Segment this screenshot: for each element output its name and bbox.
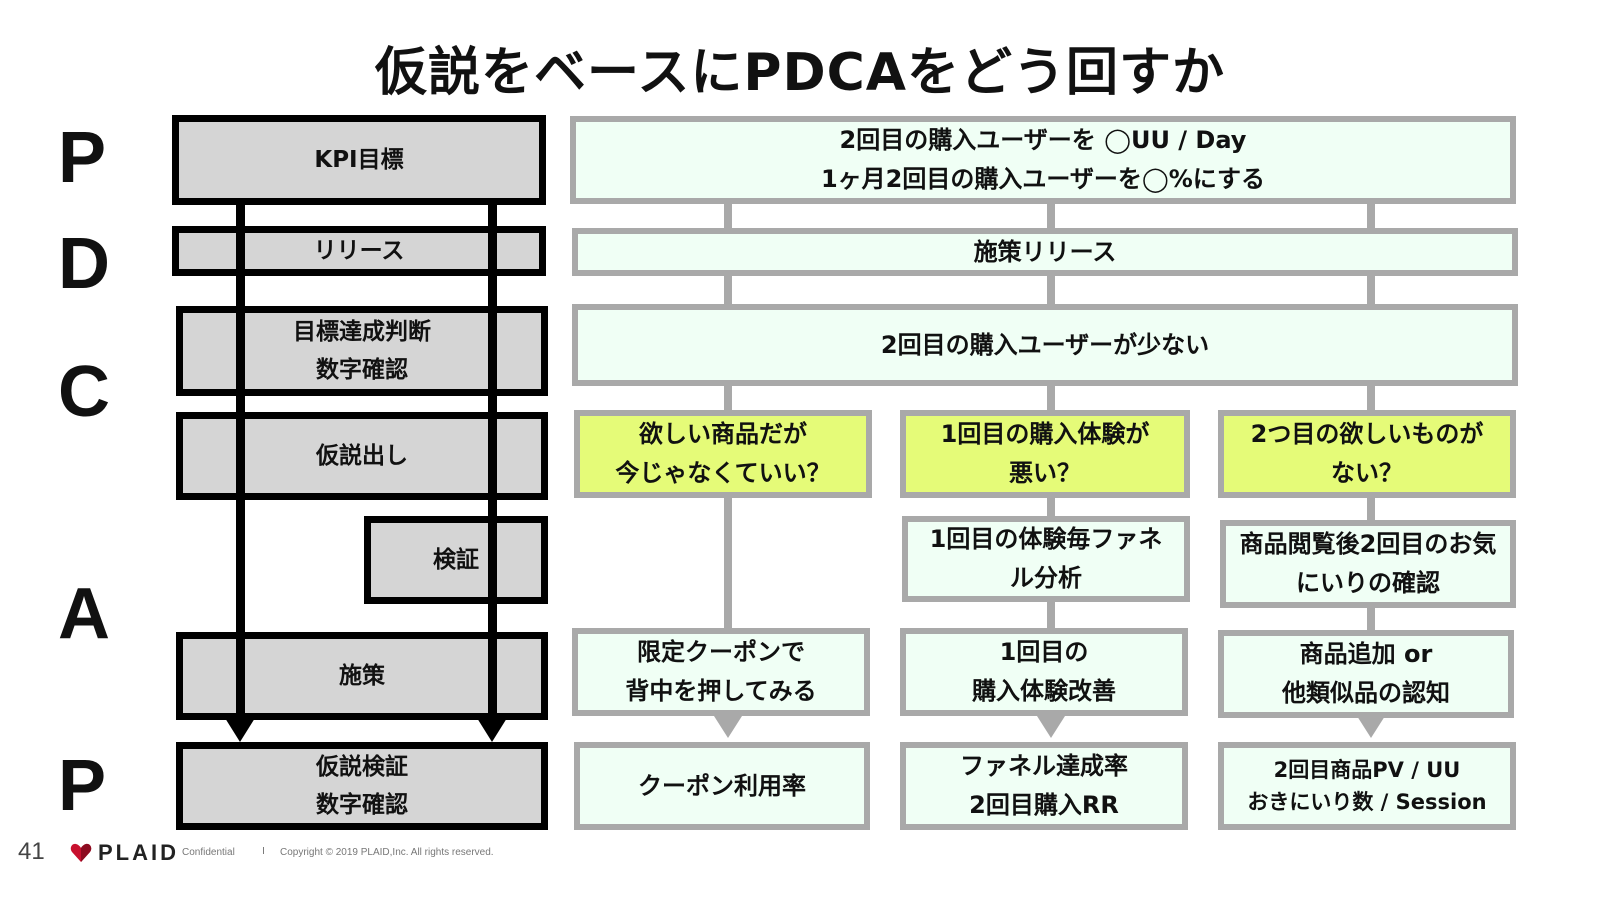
verification-2-line1: 商品閲覧後2回目のお気 bbox=[1239, 530, 1497, 558]
left-flow-line-1 bbox=[236, 200, 245, 722]
connector-line bbox=[724, 384, 732, 412]
connector-line bbox=[1047, 496, 1055, 516]
phase-check-letter: C bbox=[58, 352, 110, 432]
measure-box-3: 商品追加 or 他類似品の認知 bbox=[1218, 630, 1514, 718]
down-arrow-icon bbox=[477, 718, 507, 742]
connector-line bbox=[724, 496, 732, 632]
measure-2-line2: 購入体験改善 bbox=[972, 677, 1116, 705]
metric-2-line2: 2回目購入RR bbox=[969, 791, 1119, 819]
phase-do-letter: D bbox=[58, 224, 110, 304]
connector-line bbox=[1047, 600, 1055, 628]
phase-act-letter: A bbox=[58, 574, 110, 654]
measure-3-line2: 他類似品の認知 bbox=[1282, 679, 1450, 707]
left-flow-line-2 bbox=[488, 200, 497, 722]
problem-box: 2回目の購入ユーザーが少ない bbox=[572, 304, 1518, 386]
hypothesis-step-label: 仮説出し bbox=[316, 443, 408, 469]
heart-logo-icon bbox=[70, 843, 92, 862]
connector-line bbox=[724, 272, 732, 306]
phase-plan-letter: P bbox=[58, 118, 107, 198]
logo-text: PLAID bbox=[98, 840, 179, 865]
hypothesis-2-line1: 1回目の購入体験が bbox=[940, 420, 1150, 448]
release-step-label: リリース bbox=[313, 238, 405, 264]
down-arrow-icon bbox=[1357, 716, 1385, 738]
copyright-text: Copyright © 2019 PLAID,Inc. All rights r… bbox=[280, 847, 494, 858]
connector-line bbox=[1047, 272, 1055, 306]
measure-2-line1: 1回目の bbox=[999, 638, 1089, 666]
release-step-box: リリース bbox=[172, 226, 546, 276]
down-arrow-icon bbox=[225, 718, 255, 742]
measure-step-label: 施策 bbox=[339, 663, 385, 689]
connector-line bbox=[1367, 604, 1375, 632]
measure-release-label: 施策リリース bbox=[973, 237, 1117, 266]
measure-release-box: 施策リリース bbox=[572, 228, 1518, 276]
down-arrow-icon bbox=[1037, 716, 1065, 738]
hypothesis-3-line1: 2つ目の欲しいものが bbox=[1250, 420, 1484, 448]
metric-box-3: 2回目商品PV / UU おきにいり数 / Session bbox=[1218, 742, 1516, 830]
hypothesis-2-line2: 悪い？ bbox=[1009, 459, 1081, 487]
metric-box-2: ファネル達成率 2回目購入RR bbox=[900, 742, 1188, 830]
hypothesis-box-3: 2つ目の欲しいものが ない？ bbox=[1218, 410, 1516, 498]
hypothesis-box-1: 欲しい商品だが 今じゃなくていい？ bbox=[574, 410, 872, 498]
connector-line bbox=[1367, 272, 1375, 306]
goal-line2: 1ヶ月2回目の購入ユーザーを◯%にする bbox=[820, 165, 1266, 193]
verification-1-line2: ル分析 bbox=[1010, 564, 1082, 592]
verification-2-line2: にいりの確認 bbox=[1296, 569, 1440, 597]
page-number: 41 bbox=[18, 838, 45, 865]
metric-3-line2: おきにいり数 / Session bbox=[1247, 790, 1487, 814]
phase-plan-next-letter: P bbox=[58, 746, 107, 826]
judge-step-line1: 目標達成判断 bbox=[293, 319, 431, 345]
goal-line1: 2回目の購入ユーザーを ◯UU / Day bbox=[839, 126, 1247, 154]
measure-1-line2: 背中を押してみる bbox=[625, 677, 817, 705]
measure-1-line1: 限定クーポンで bbox=[637, 638, 805, 666]
verify-step-box: 検証 bbox=[364, 516, 548, 604]
judge-step-box: 目標達成判断 数字確認 bbox=[176, 306, 548, 396]
footer-separator: I bbox=[262, 846, 265, 857]
slide-title: 仮説をベースにPDCAをどう回すか bbox=[374, 43, 1226, 103]
verification-1-line1: 1回目の体験毎ファネ bbox=[929, 525, 1163, 553]
hypothesis-box-2: 1回目の購入体験が 悪い？ bbox=[900, 410, 1190, 498]
connector-line bbox=[1047, 384, 1055, 412]
verification-box-2: 商品閲覧後2回目のお気 にいりの確認 bbox=[1220, 520, 1516, 608]
connector-line bbox=[1047, 200, 1055, 228]
goal-box: 2回目の購入ユーザーを ◯UU / Day 1ヶ月2回目の購入ユーザーを◯%にす… bbox=[570, 116, 1516, 204]
kpi-target-box: KPI目標 bbox=[172, 115, 546, 205]
hypothesis-1-line2: 今じゃなくていい？ bbox=[615, 459, 831, 487]
metric-2-line1: ファネル達成率 bbox=[960, 752, 1128, 780]
connector-line bbox=[724, 200, 732, 228]
hypothesis-3-line2: ない？ bbox=[1331, 459, 1403, 487]
measure-3-line1: 商品追加 or bbox=[1299, 640, 1433, 668]
confidential-label: Confidential bbox=[182, 847, 235, 858]
hypothesis-verification-line2: 数字確認 bbox=[316, 792, 408, 818]
problem-label: 2回目の購入ユーザーが少ない bbox=[880, 330, 1210, 359]
plaid-logo: PLAID bbox=[70, 840, 179, 866]
measure-box-2: 1回目の 購入体験改善 bbox=[900, 628, 1188, 716]
measure-box-1: 限定クーポンで 背中を押してみる bbox=[572, 628, 870, 716]
metric-box-1: クーポン利用率 bbox=[574, 742, 870, 830]
judge-step-line2: 数字確認 bbox=[316, 357, 408, 383]
connector-line bbox=[1367, 384, 1375, 412]
hypothesis-verification-step-box: 仮説検証 数字確認 bbox=[176, 742, 548, 830]
connector-line bbox=[1367, 496, 1375, 520]
hypothesis-verification-line1: 仮説検証 bbox=[316, 754, 408, 780]
metric-3-line1: 2回目商品PV / UU bbox=[1273, 758, 1461, 782]
verify-step-label: 検証 bbox=[433, 547, 479, 573]
kpi-target-label: KPI目標 bbox=[314, 147, 404, 173]
down-arrow-icon bbox=[714, 716, 742, 738]
verification-box-1: 1回目の体験毎ファネ ル分析 bbox=[902, 516, 1190, 602]
connector-line bbox=[1367, 200, 1375, 228]
hypothesis-1-line1: 欲しい商品だが bbox=[639, 420, 807, 448]
metric-1-line1: クーポン利用率 bbox=[638, 771, 806, 800]
